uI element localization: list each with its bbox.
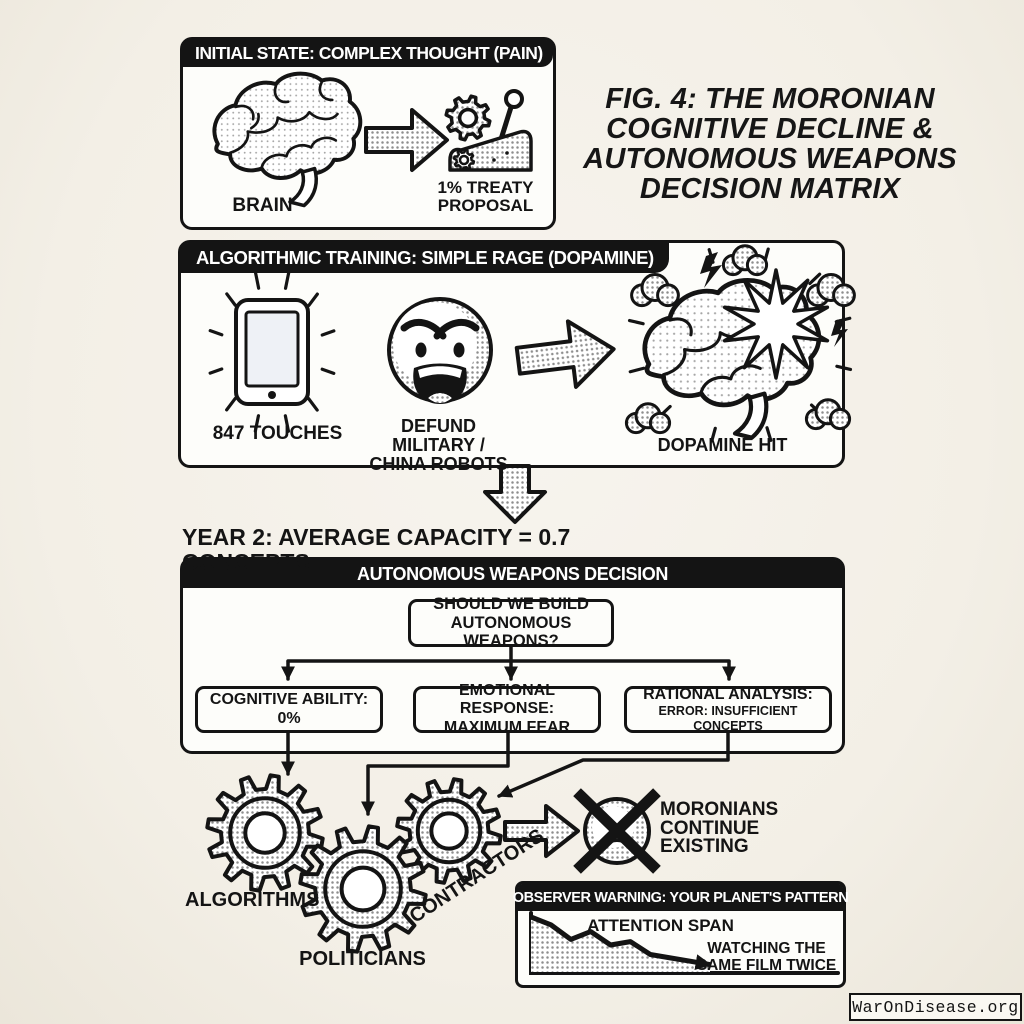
panel-training-header: ALGORITHMIC TRAINING: SIMPLE RAGE (DOPAM…: [181, 243, 669, 273]
same-film-annotation: WATCHING THE SAME FILM TWICE: [696, 940, 837, 974]
year2-caption: YEAR 2: AVERAGE CAPACITY = 0.7 CONCEPTS: [182, 524, 571, 576]
figure-caption-line: FIG. 4: THE MORONIAN: [605, 83, 935, 115]
figure-caption: FIG. 4: THE MORONIAN COGNITIVE DECLINE &…: [560, 84, 980, 204]
rage-label: DEFUND MILITARY / CHINA ROBOTS: [369, 416, 508, 474]
gear-label-politicians: POLITICIANS: [299, 948, 426, 970]
site-watermark: WarOnDisease.org: [849, 993, 1022, 1021]
branch-cognitive-ability: COGNITIVE ABILITY: 0%: [195, 686, 383, 733]
panel-initial-header-text: INITIAL STATE: COMPLEX THOUGHT (PAIN): [195, 43, 543, 63]
figure-caption-line: COGNITIVE DECLINE &: [606, 113, 934, 145]
attention-span-label: ATTENTION SPAN: [587, 916, 734, 935]
crossed-out-face-icon: [573, 788, 661, 874]
treaty-proposal-label: 1% TREATY PROPOSAL: [437, 178, 534, 215]
figure-caption-line: AUTONOMOUS WEAPONS: [583, 143, 957, 175]
panel-decision-header-text: AUTONOMOUS WEAPONS DECISION: [357, 563, 668, 584]
panel-training-header-text: ALGORITHMIC TRAINING: SIMPLE RAGE (DOPAM…: [196, 247, 654, 268]
branch-rational-analysis: RATIONAL ANALYSIS: ERROR: INSUFFICIENT C…: [624, 686, 832, 733]
observer-header-text: OBSERVER WARNING: YOUR PLANET'S PATTERN: [512, 889, 849, 906]
touches-label: 847 TOUCHES: [212, 423, 343, 444]
site-watermark-text: WarOnDisease.org: [852, 997, 1019, 1017]
outcome-label: MORONIANS CONTINUE EXISTING: [660, 799, 779, 857]
branch-emotional-response: EMOTIONAL RESPONSE: MAXIMUM FEAR: [413, 682, 601, 736]
gear-icon: [205, 773, 325, 893]
gear-icon: [298, 824, 428, 954]
panel-decision-header: AUTONOMOUS WEAPONS DECISION: [183, 560, 842, 588]
panel-initial-header: INITIAL STATE: COMPLEX THOUGHT (PAIN): [183, 40, 553, 67]
gear-label-algorithms: ALGORITHMS: [185, 889, 320, 911]
figure-caption-line: DECISION MATRIX: [639, 173, 901, 205]
observer-header: OBSERVER WARNING: YOUR PLANET'S PATTERN: [513, 884, 849, 911]
brain-label: BRAIN: [232, 195, 293, 216]
dopamine-label: DOPAMINE HIT: [657, 435, 788, 455]
decision-question-box: SHOULD WE BUILD AUTONOMOUS WEAPONS?: [408, 595, 614, 650]
down-arrow-icon: [483, 464, 547, 524]
